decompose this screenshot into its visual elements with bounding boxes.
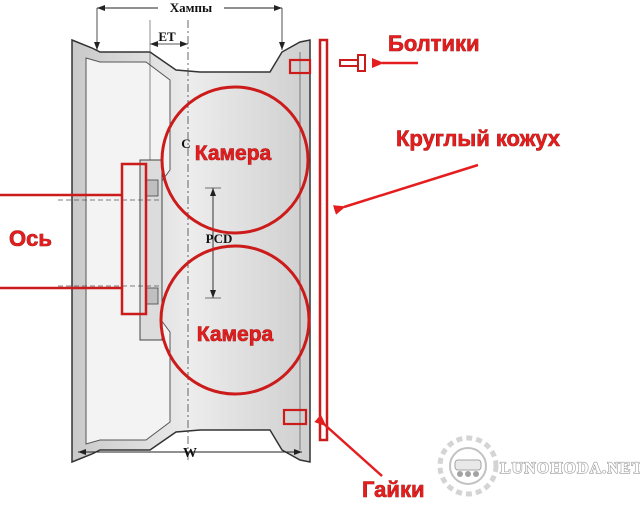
axle-hub-box [120, 162, 148, 316]
upper-chamber-circle [160, 85, 310, 235]
bolt-icon [339, 54, 366, 72]
bolt-circle-label: PCD [206, 231, 233, 246]
rim-cross-section [58, 38, 311, 464]
watermark-text: LUNOHODA.NET [500, 460, 640, 477]
dimension-labels: Хампы ET C PCD W [158, 0, 232, 461]
red-labels: Болтики Круглый кожух Камера Камера Ось … [9, 31, 561, 503]
axle-label: Ось [9, 226, 52, 251]
upper-chamber-label: Камера [195, 142, 272, 165]
watermark: LUNOHODA.NET [437, 435, 640, 497]
bolt-seat-box [288, 58, 312, 75]
nuts-arrow [314, 414, 383, 477]
hub-bolt-slot-top [145, 179, 159, 197]
bolts-label: Болтики [388, 31, 480, 56]
nut-seat-box [282, 408, 308, 426]
round-casing-label: Круглый кожух [396, 126, 561, 151]
offset-label: ET [158, 29, 176, 44]
hub-width-label: Хампы [170, 0, 212, 15]
nuts-label: Гайки [362, 477, 424, 502]
hub-bolt-slot-bottom [145, 287, 159, 305]
center-bore-label: C [181, 136, 190, 151]
lower-chamber-circle [159, 244, 311, 396]
round-casing-plate [318, 38, 329, 442]
lunokhod-logo-icon [437, 435, 499, 497]
lower-chamber-label: Камера [197, 323, 274, 346]
rim-width-label: W [183, 446, 197, 461]
red-annotations [0, 38, 479, 477]
round-casing-arrow [332, 163, 479, 215]
